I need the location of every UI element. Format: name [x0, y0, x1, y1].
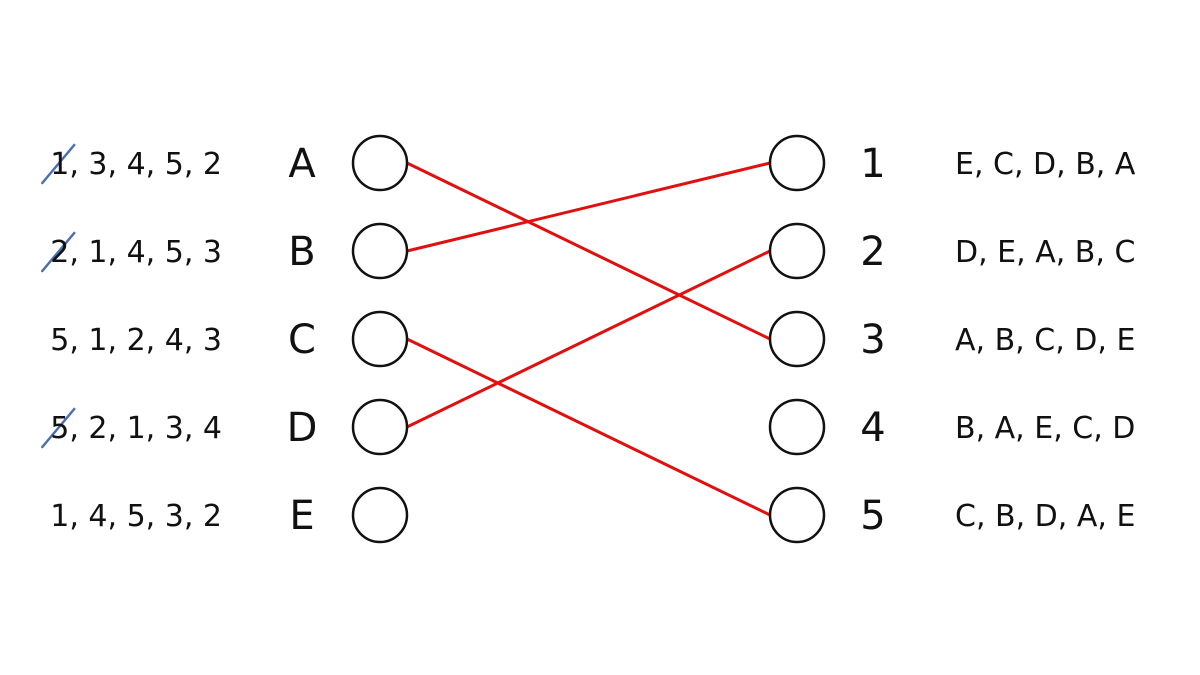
match-edges: [405, 161, 772, 517]
right-pref-list-4: B, A, E, C, D: [955, 411, 1135, 446]
right-node-label-4: 4: [860, 405, 885, 451]
right-node-2: [768, 222, 826, 280]
strike-mark-b: [41, 231, 76, 273]
right-node-label-3: 3: [860, 317, 885, 363]
right-pref-list-2: D, E, A, B, C: [955, 235, 1135, 270]
strike-mark-d: [41, 407, 76, 449]
right-node-5: [768, 486, 826, 544]
left-pref-list-b: 2, 1, 4, 5, 3: [50, 235, 222, 270]
match-edge-d-2: [405, 249, 772, 429]
texts: 1, 3, 4, 5, 2 A 2, 1, 4, 5, 3 B 5, 1, 2, 4, …: [50, 141, 1136, 539]
right-node-3: [768, 310, 826, 368]
match-edge-b-1: [405, 161, 772, 253]
left-pref-list-d: 5, 2, 1, 3, 4: [50, 411, 222, 446]
right-pref-list-5: C, B, D, A, E: [955, 499, 1135, 534]
left-node-label-b: B: [288, 229, 315, 275]
left-node-label-c: C: [288, 317, 316, 363]
left-pref-list-e: 1, 4, 5, 3, 2: [50, 499, 222, 534]
strike-marks: [41, 143, 76, 449]
right-pref-list-3: A, B, C, D, E: [955, 323, 1135, 358]
right-node-label-5: 5: [860, 493, 885, 539]
match-edge-a-3: [405, 161, 772, 341]
right-pref-list-1: E, C, D, B, A: [955, 147, 1136, 182]
left-node-b: [351, 222, 409, 280]
left-node-label-d: D: [287, 405, 318, 451]
right-node-label-1: 1: [860, 141, 885, 187]
right-node-4: [768, 398, 826, 456]
left-node-a: [351, 134, 409, 192]
left-node-e: [351, 486, 409, 544]
match-edge-c-5: [405, 337, 772, 517]
nodes: [351, 134, 826, 544]
right-node-1: [768, 134, 826, 192]
left-node-label-a: A: [288, 141, 316, 187]
strike-mark-a: [41, 143, 76, 185]
left-pref-list-c: 5, 1, 2, 4, 3: [50, 323, 222, 358]
left-node-d: [351, 398, 409, 456]
left-node-c: [351, 310, 409, 368]
left-pref-list-a: 1, 3, 4, 5, 2: [50, 147, 222, 182]
right-node-label-2: 2: [860, 229, 885, 275]
left-node-label-e: E: [289, 493, 314, 539]
